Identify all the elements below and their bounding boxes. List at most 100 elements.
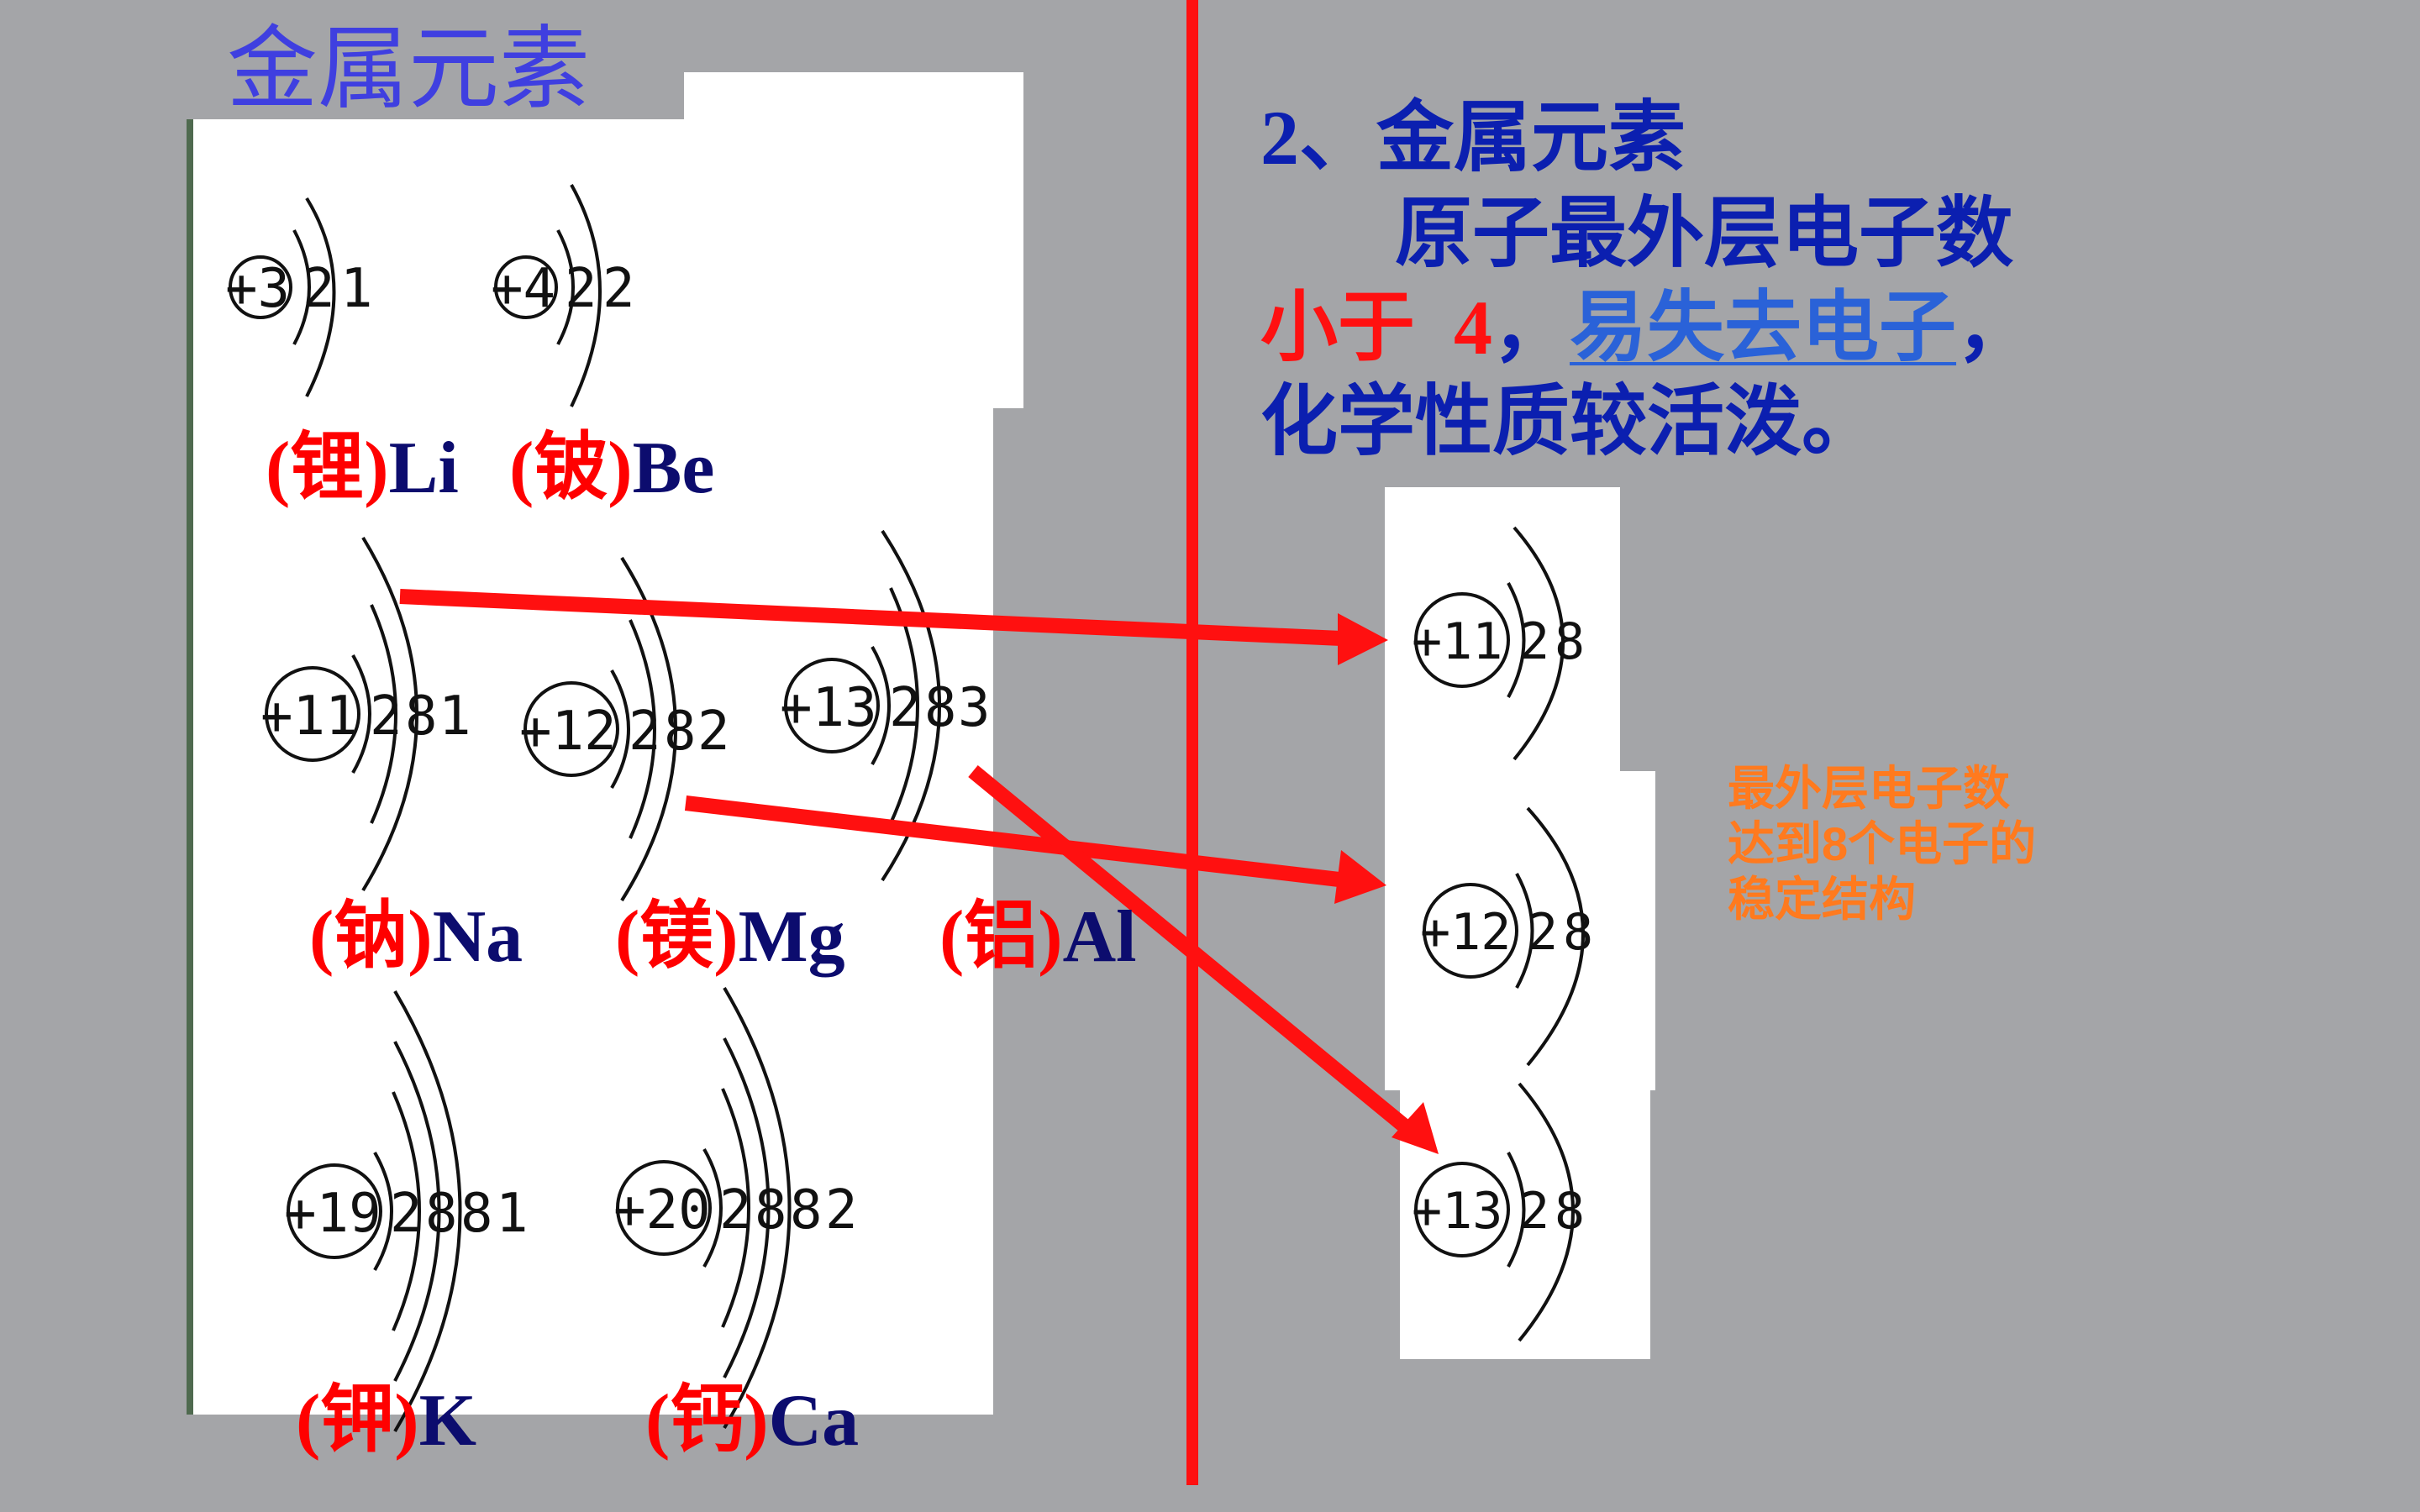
shell-k-4: 1 [496, 1183, 529, 1245]
text-line-3: 化学性质较活泼。 [1260, 379, 1880, 465]
shell-arc [370, 604, 397, 824]
shell-arc [1507, 582, 1526, 698]
shell-arc [556, 229, 575, 345]
shell-arc [570, 184, 602, 407]
label-be: (铍)Be [509, 428, 715, 509]
label-li: (锂)Li [266, 428, 459, 509]
nucleus-al: +13 [780, 677, 877, 739]
shell-arc [629, 619, 656, 839]
atom-al: +13 2 8 3 [780, 529, 991, 882]
arrow-mg-to-ion [684, 795, 1348, 888]
atom-ca: +20 2 8 8 2 [613, 986, 858, 1430]
shell-be-2: 2 [602, 258, 635, 320]
nucleus-circle [523, 681, 619, 777]
shell-arc [393, 990, 462, 1433]
shell-mg-2: 8 [664, 701, 697, 763]
ion-na: +11 2 8 [1412, 526, 1585, 761]
nucleus-circle [1414, 1162, 1510, 1257]
atom-li: +3 2 1 [225, 197, 373, 397]
nucleus-li: +3 [225, 258, 290, 320]
arrowhead-mg [1334, 850, 1386, 904]
nucleus-k: +19 [284, 1183, 381, 1245]
nucleus-circle [494, 255, 558, 319]
text-comma-end: ， [1956, 285, 2034, 370]
nucleus-circle [229, 255, 292, 319]
ion-al: +13 2 8 [1412, 1082, 1585, 1342]
panel-title: 金属元素 [227, 18, 591, 119]
shell-mg-3: 2 [697, 701, 730, 763]
label-al: (铝)Al [939, 896, 1137, 978]
shell-k-3: 8 [460, 1183, 493, 1245]
arrowhead-al [1392, 1102, 1439, 1154]
divider-line [1186, 0, 1198, 1485]
atom-na: +11 2 8 1 [260, 536, 471, 892]
arrow-al-to-ion [968, 765, 1415, 1137]
nucleus-circle [1423, 883, 1518, 979]
shell-arc [610, 669, 630, 789]
shell-arc [702, 1148, 723, 1268]
shell-arc [721, 1088, 750, 1328]
ion-shell-na-2: 8 [1555, 612, 1585, 671]
atom-k: +19 2 8 8 1 [284, 990, 529, 1433]
shell-ca-2: 8 [755, 1179, 787, 1242]
panel-left-edge [187, 119, 193, 1415]
text-line-2: 小于 4，易失去电子， [1260, 289, 2033, 366]
nucleus-circle [784, 658, 880, 753]
ion-nucleus-al: +13 [1412, 1182, 1502, 1241]
atom-mg: +12 2 8 2 [519, 556, 730, 902]
shell-arc [373, 1152, 393, 1271]
link-lose-electrons[interactable]: 易失去电子 [1570, 285, 1957, 370]
atom-be: +4 2 2 [491, 184, 635, 407]
shell-na-2: 8 [405, 685, 438, 748]
stable-structure-note: 最外层电子数 达到8个电子的 稳定结构 [1728, 761, 2036, 927]
shell-arc [393, 1041, 441, 1382]
shell-arc [871, 646, 891, 765]
ion-shell-mg-2: 8 [1563, 903, 1593, 962]
shell-arc [1518, 1082, 1575, 1342]
nucleus-circle [616, 1160, 712, 1256]
ion-nucleus-mg: +12 [1420, 903, 1511, 962]
left-panel-main [193, 403, 993, 1415]
left-panel-top-right [684, 72, 1023, 408]
nucleus-mg: +12 [519, 701, 617, 763]
note-line-2: 达到8个电子的 [1728, 817, 2037, 870]
ion-box-mg [1385, 771, 1655, 1090]
ion-box-al [1400, 1089, 1650, 1359]
arrowhead-na [1338, 613, 1388, 665]
shell-arc [723, 986, 792, 1430]
shell-ca-3: 8 [790, 1179, 823, 1242]
shell-arc [1515, 873, 1534, 989]
shell-arc [1526, 806, 1585, 1067]
text-less-than-4: 小于 4 [1260, 285, 1493, 370]
nucleus-be: +4 [491, 258, 555, 320]
shell-arc [392, 1091, 421, 1331]
arrow-na-to-ion [399, 589, 1348, 646]
nucleus-circle [287, 1163, 382, 1259]
nucleus-circle [1414, 592, 1510, 688]
shell-arc [351, 654, 371, 774]
text-comma: ， [1492, 285, 1570, 370]
note-line-1: 最外层电子数 [1728, 762, 2010, 815]
note-line-3: 稳定结构 [1728, 873, 1916, 926]
ion-nucleus-na: +11 [1412, 612, 1502, 671]
shell-ca-4: 2 [825, 1179, 858, 1242]
heading: 2、金属元素 [1260, 95, 1686, 181]
shell-arc [305, 197, 336, 397]
shell-arc [1507, 1152, 1526, 1268]
text-line-1: 原子最外层电子数 [1395, 191, 2014, 276]
label-mg: (镁)Mg [615, 896, 845, 978]
ion-shell-al-2: 8 [1555, 1182, 1585, 1241]
shell-arc [1512, 526, 1565, 761]
shell-li-2: 1 [340, 258, 373, 320]
shell-al-3: 3 [958, 677, 991, 739]
label-na: (钠)Na [309, 896, 523, 978]
shell-k-2: 8 [425, 1183, 458, 1245]
shell-na-3: 1 [439, 685, 471, 748]
left-panel-top [193, 119, 686, 413]
shell-arc [292, 229, 311, 345]
shell-arc [723, 1037, 771, 1378]
label-k: (钾)K [296, 1380, 477, 1462]
label-ca: (钙)Ca [645, 1380, 860, 1462]
